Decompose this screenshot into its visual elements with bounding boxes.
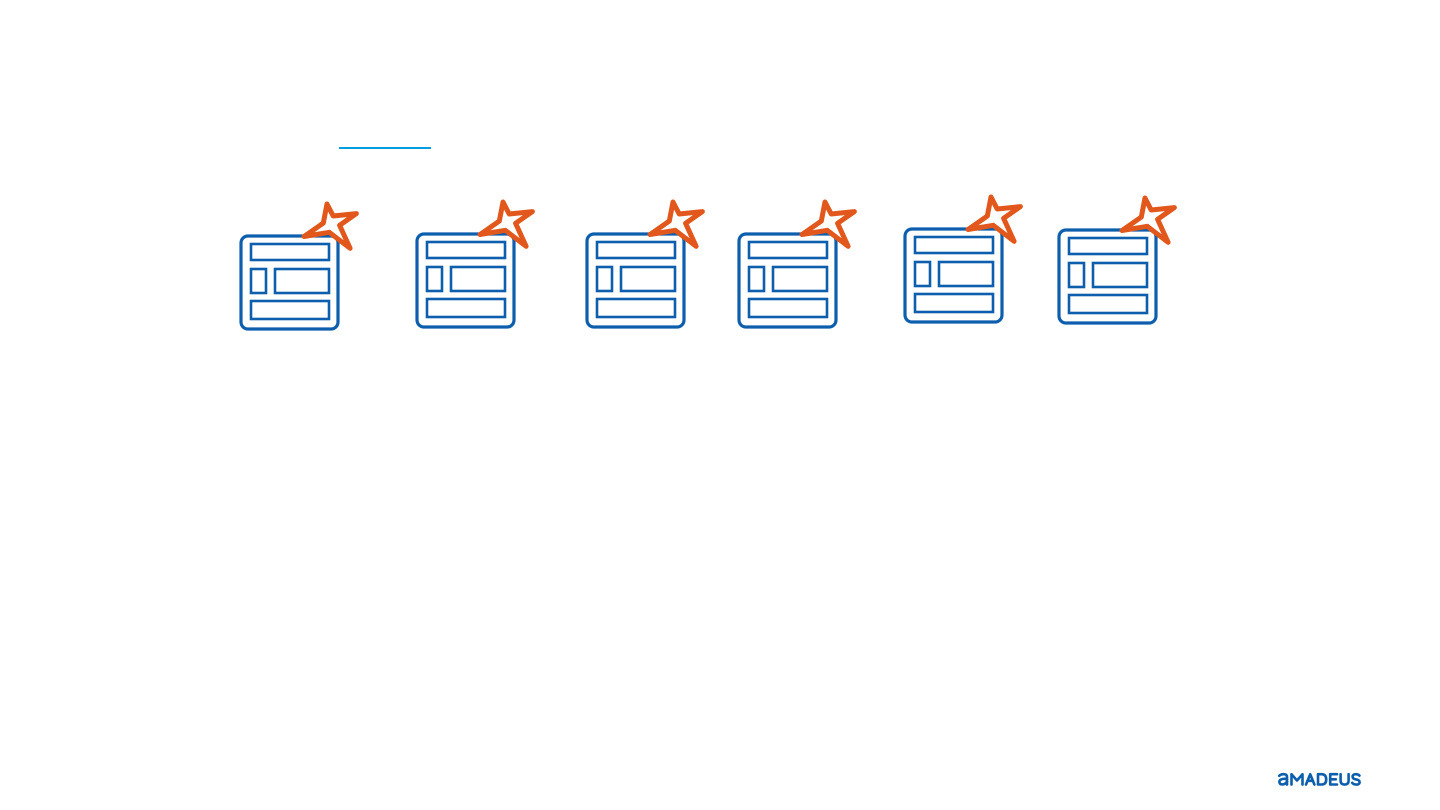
webpage-star-icon [411, 196, 541, 341]
amadeus-logo [1277, 769, 1369, 787]
webpage-star-icon [733, 196, 863, 341]
title-underline [339, 147, 431, 149]
webpage-star-icon [899, 191, 1029, 336]
webpage-star-icon [1053, 192, 1183, 337]
webpage-star-icon [235, 198, 365, 343]
webpage-star-icon [581, 196, 711, 341]
